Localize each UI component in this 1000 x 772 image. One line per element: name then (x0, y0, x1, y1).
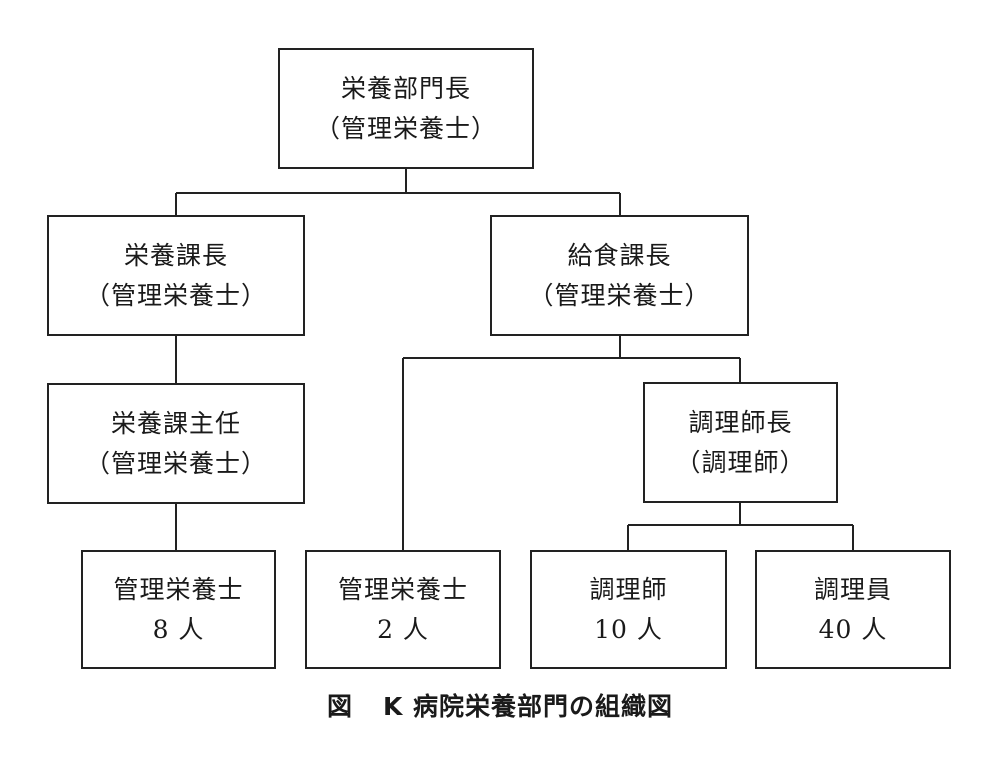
nutrition-supervisor-box: 栄養課主任 （管理栄養士） (47, 383, 305, 504)
figure-caption: 図 K 病院栄養部門の組織図 (0, 690, 1000, 724)
dietitians-food-service-title: 管理栄養士 (337, 574, 468, 604)
head-cook-title: 調理師長 (688, 407, 793, 437)
figure-caption-prefix: 図 (326, 692, 353, 721)
kitchen-staff-count: 40 人 (818, 614, 888, 644)
dietitians-nutrition-box: 管理栄養士 8 人 (81, 550, 276, 669)
food-service-chief-box: 給食課長 （管理栄養士） (490, 215, 749, 336)
cooks-count: 10 人 (594, 614, 663, 644)
dietitians-food-service-box: 管理栄養士 2 人 (305, 550, 501, 669)
food-service-chief-title: 給食課長 (567, 240, 672, 270)
kitchen-staff-box: 調理員 40 人 (755, 550, 951, 669)
dietitians-nutrition-title: 管理栄養士 (113, 574, 244, 604)
nutrition-supervisor-role: （管理栄養士） (84, 448, 267, 478)
cooks-box: 調理師 10 人 (530, 550, 727, 669)
nutrition-chief-box: 栄養課長 （管理栄養士） (47, 215, 305, 336)
dietitians-nutrition-count: 8 人 (152, 614, 205, 644)
head-role: （管理栄養士） (314, 113, 497, 143)
kitchen-staff-title: 調理員 (813, 574, 892, 604)
head-cook-role: （調理師） (675, 447, 806, 477)
head-box: 栄養部門長 （管理栄養士） (278, 48, 534, 169)
figure-caption-text: K 病院栄養部門の組織図 (382, 692, 674, 721)
dietitians-food-service-count: 2 人 (377, 614, 429, 644)
head-title: 栄養部門長 (340, 73, 471, 103)
cooks-title: 調理師 (589, 574, 668, 604)
head-cook-box: 調理師長 （調理師） (643, 382, 838, 503)
food-service-chief-role: （管理栄養士） (528, 280, 711, 310)
nutrition-supervisor-title: 栄養課主任 (110, 408, 241, 438)
nutrition-chief-title: 栄養課長 (123, 240, 228, 270)
nutrition-chief-role: （管理栄養士） (84, 280, 267, 310)
